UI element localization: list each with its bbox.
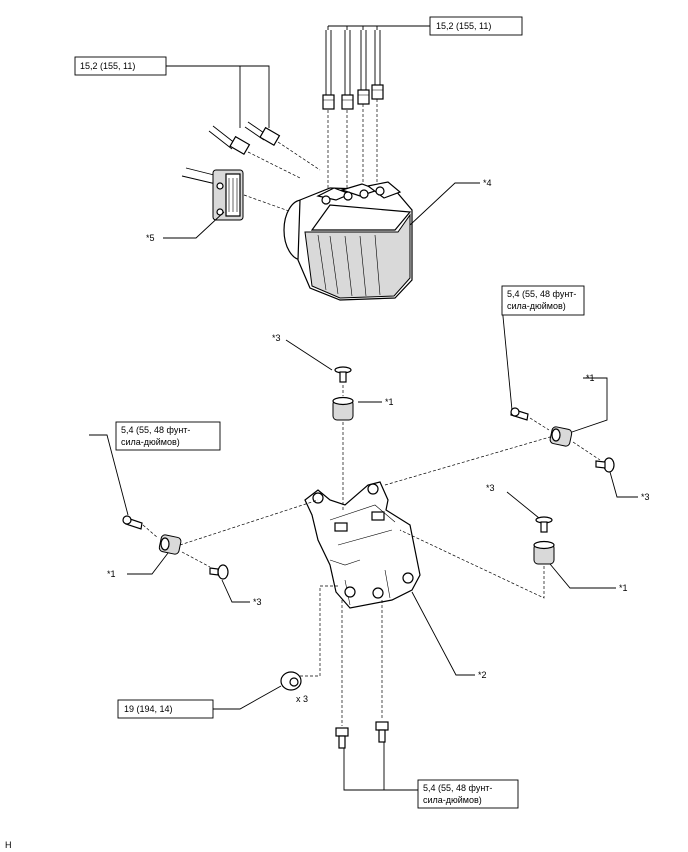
mounting-nut [280, 671, 302, 691]
right-screw [595, 457, 615, 473]
torque-top-right-text: 15,2 (155, 11) [436, 21, 491, 31]
torque-box-bottom-bolts: 5,4 (55, 48 фунт- сила-дюймов) [417, 779, 519, 809]
nut-quantity-label: x 3 [296, 694, 308, 704]
torque-left-bolt-line1: 5,4 (55, 48 фунт- [121, 425, 190, 435]
callout-left-screw: *3 [253, 597, 262, 607]
leader-lines [89, 25, 638, 791]
torque-box-nut: 19 (194, 14) [117, 699, 214, 719]
abs-actuator-part [283, 181, 413, 301]
figure-code: H [5, 840, 12, 850]
callout-left-cushion: *1 [107, 569, 116, 579]
torque-nut-text: 19 (194, 14) [124, 704, 173, 714]
callout-right-lower-cushion: *1 [619, 583, 628, 593]
callout-right-screw: *3 [641, 492, 650, 502]
torque-top-left-text: 15,2 (155, 11) [80, 61, 135, 71]
callout-center-cushion: *1 [385, 397, 394, 407]
connector-part [181, 167, 301, 221]
bottom-bolt-left [335, 727, 349, 749]
left-screw [209, 564, 229, 580]
callout-right-cushion: *1 [586, 373, 595, 383]
torque-box-top-left: 15,2 (155, 11) [74, 56, 167, 76]
torque-right-bolt-line2: сила-дюймов) [507, 301, 566, 311]
torque-box-right-bolt: 5,4 (55, 48 фунт- сила-дюймов) [501, 285, 585, 316]
right-bolt [510, 407, 529, 421]
torque-left-bolt-line2: сила-дюймов) [121, 437, 180, 447]
bracket-part [304, 481, 421, 609]
center-cushion [332, 396, 354, 421]
torque-right-bolt-line1: 5,4 (55, 48 фунт- [507, 289, 576, 299]
right-lower-screw [535, 516, 553, 533]
callout-connector: *5 [146, 233, 155, 243]
left-cushion [158, 534, 182, 555]
brake-line-group-left [208, 121, 321, 179]
callout-right-lower-screw: *3 [486, 483, 495, 493]
torque-box-top-right: 15,2 (155, 11) [429, 16, 523, 36]
torque-bottom-bolts-line2: сила-дюймов) [423, 795, 482, 805]
right-lower-cushion [533, 540, 555, 565]
right-cushion [549, 426, 573, 447]
torque-bottom-bolts-line1: 5,4 (55, 48 фунт- [423, 783, 492, 793]
callout-center-upper-screw: *3 [272, 333, 281, 343]
brake-line-group-top [322, 30, 384, 192]
callout-bracket: *2 [478, 670, 487, 680]
center-upper-screw [334, 366, 352, 383]
torque-box-left-bolt: 5,4 (55, 48 фунт- сила-дюймов) [115, 421, 221, 451]
callout-abs-actuator: *4 [483, 178, 492, 188]
left-bolt [122, 515, 143, 530]
bottom-bolt-right [375, 721, 389, 743]
